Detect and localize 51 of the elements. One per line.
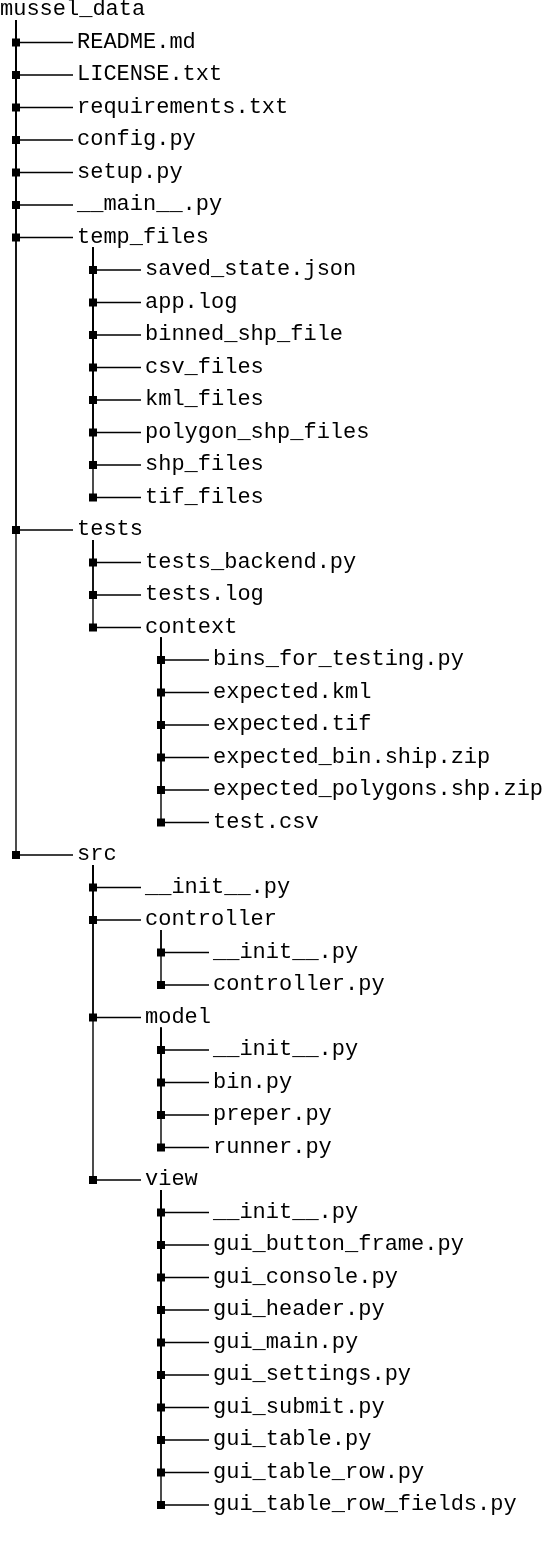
file-name: app.log [145, 288, 238, 317]
file-name: controller [145, 906, 278, 934]
file-name: preper.py [213, 1101, 332, 1129]
file-name: binned_shp_file [145, 321, 344, 349]
file-name: src [77, 841, 117, 869]
file-name: context [145, 613, 238, 642]
file-name: __init__.py [213, 938, 359, 967]
file-name: test.csv [213, 808, 319, 837]
tree-connector [160, 929, 210, 986]
file-name: controller.py [213, 971, 385, 999]
file-name: kml_files [145, 386, 264, 414]
file-name: setup.py [77, 158, 183, 187]
file-name: saved_state.json [145, 256, 357, 284]
file-name: expected_bin.ship.zip [213, 743, 491, 772]
file-name: config.py [77, 126, 196, 154]
file-name: tests.log [145, 581, 264, 609]
file-name: gui_table_row_fields.py [213, 1491, 517, 1519]
file-name: temp_files [77, 223, 210, 252]
file-name: README.md [77, 28, 196, 57]
file-name: LICENSE.txt [77, 61, 223, 89]
file-name: __init__.py [213, 1198, 359, 1227]
file-name: tests_backend.py [145, 548, 357, 577]
file-name: model [145, 1003, 211, 1032]
file-name: runner.py [213, 1133, 332, 1162]
file-name: expected.tif [213, 711, 372, 739]
file-name: shp_files [145, 451, 264, 479]
file-name: gui_settings.py [213, 1361, 412, 1389]
file-name: gui_button_frame.py [213, 1231, 464, 1259]
file-name: __init__.py [145, 873, 291, 902]
file-name: __init__.py [213, 1036, 359, 1064]
file-name: gui_main.py [213, 1328, 359, 1357]
file-name: gui_table_row.py [213, 1458, 425, 1487]
file-name: gui_table.py [213, 1426, 372, 1454]
file-name: requirements.txt [77, 93, 289, 122]
file-name: bins_for_testing.py [213, 646, 464, 674]
file-name: view [145, 1166, 198, 1194]
file-name: gui_submit.py [213, 1393, 385, 1422]
file-name: bin.py [213, 1068, 293, 1097]
file-name: expected_polygons.shp.zip [213, 776, 544, 804]
file-name: gui_console.py [213, 1263, 398, 1292]
file-name: polygon_shp_files [145, 418, 370, 447]
file-name: gui_header.py [213, 1296, 385, 1324]
tree-connector [92, 539, 142, 629]
file-name: tif_files [145, 483, 264, 512]
file-name: expected.kml [213, 678, 372, 707]
tree-connector [160, 636, 210, 824]
tree-connector [160, 1026, 210, 1149]
file-name: __main__.py [77, 191, 223, 219]
file-name: csv_files [145, 353, 264, 382]
file-name: tests [77, 516, 143, 544]
tree-connector [15, 19, 74, 856]
